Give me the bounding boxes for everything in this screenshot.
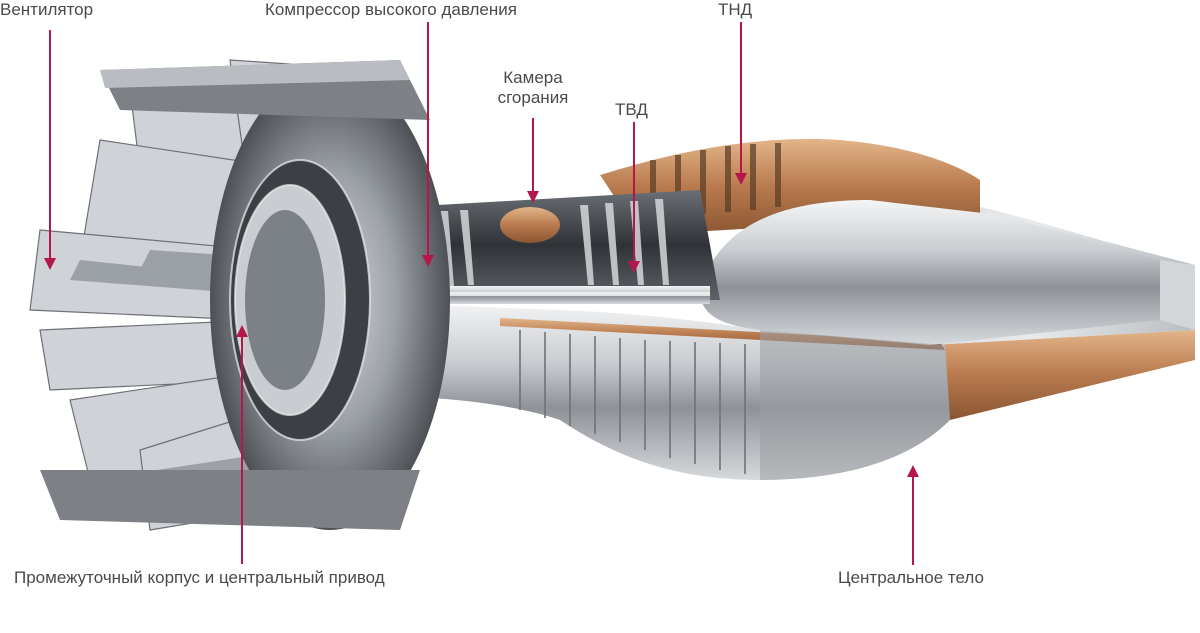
label-combustor-line2: сгорания (497, 88, 569, 107)
fan-disc (210, 70, 450, 530)
label-fan: Вентилятор (0, 0, 94, 19)
leader-lines (49, 22, 914, 565)
arrow-lpt (735, 173, 747, 185)
label-combustor-line1: Камера (503, 68, 563, 87)
label-lpt: ТНД (718, 0, 753, 19)
arrow-intermediate-case (236, 325, 248, 337)
fan-shroud (40, 60, 430, 530)
label-intermediate-case: Промежуточный корпус и центральный приво… (14, 568, 385, 587)
label-hpt: ТВД (615, 100, 648, 119)
arrow-combustor (527, 191, 539, 203)
label-hpc: Компрессор высокого давления (265, 0, 517, 19)
arrow-fan (44, 258, 56, 270)
arrow-hpt (628, 261, 640, 273)
label-combustor: Камера сгорания (485, 68, 581, 108)
leader-arrowheads (44, 173, 919, 477)
arrow-hpc (422, 255, 434, 267)
center-body-shroud (700, 200, 1160, 480)
arrow-center-body (907, 465, 919, 477)
label-center-body: Центральное тело (838, 568, 984, 587)
